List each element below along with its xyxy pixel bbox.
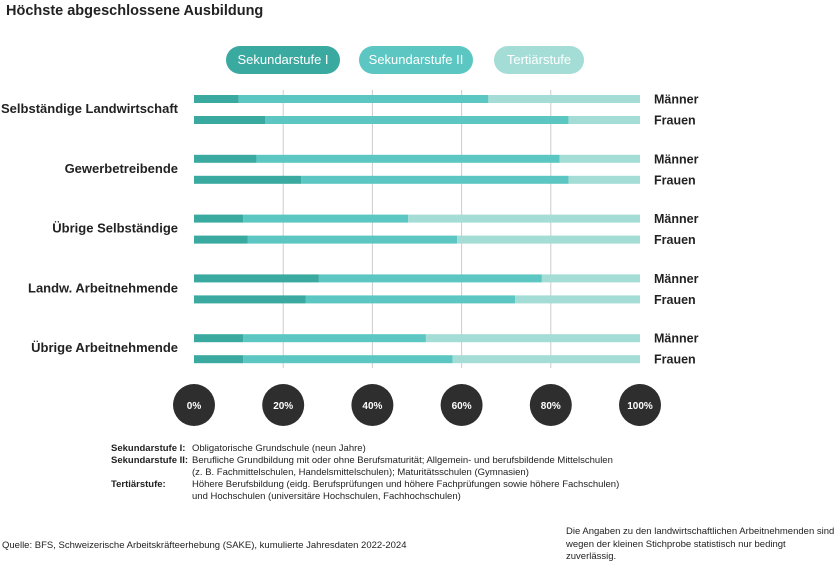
bar-tertiarstufe-gewerbetreibende-frauen: [568, 175, 640, 184]
subgroup-label-frauen: Frauen: [654, 114, 696, 128]
subgroup-label-manner: Männer: [654, 93, 699, 107]
definition-sekundarstufe-2: Sekundarstufe II: Berufliche Grundbildun…: [111, 455, 619, 479]
bar-sekundarstufe-ii-gewerbetreibende-manner: [256, 154, 560, 163]
bar-sekundarstufe-ii-selbstandige-landwirtschaft-manner: [238, 95, 489, 103]
definition-term: Tertiärstufe:: [111, 479, 166, 490]
stacked-bar-chart: Selbständige LandwirtschaftMännerFrauenG…: [1, 90, 699, 426]
group-label-ubrige-arbeitnehmende: Übrige Arbeitnehmende: [31, 340, 178, 355]
legend-item-sekundarstufe-1: Sekundarstufe I: [226, 46, 340, 74]
tick-circle: [173, 384, 215, 426]
legend-item-sekundarstufe-2: Sekundarstufe II: [359, 46, 473, 74]
tick-label: 60%: [452, 401, 472, 412]
definition-text: Berufliche Grundbildung mit oder ohne Be…: [192, 455, 613, 478]
tick-circle: [619, 384, 661, 426]
bar-sekundarstufe-i-ubrige-arbeitnehmende-frauen: [194, 355, 244, 364]
bar-sekundarstufe-i-selbstandige-landwirtschaft-manner: [194, 95, 239, 103]
definition-term: Sekundarstufe II:: [111, 455, 189, 466]
tick-circle: [351, 384, 394, 426]
tick-circle: [262, 384, 305, 426]
reliability-note: Die Angaben zu den landwirtschaftlichen …: [566, 526, 835, 562]
definition-sekundarstufe-1: Sekundarstufe I: Obligatorische Grundsch…: [111, 443, 619, 455]
bar-sekundarstufe-i-landw-arbeitnehmende-manner: [194, 274, 319, 283]
bar-sekundarstufe-ii-gewerbetreibende-frauen: [301, 175, 569, 184]
bar-tertiarstufe-selbstandige-landwirtschaft-manner: [488, 95, 640, 103]
chart-title: Höchste abgeschlossene Ausbildung: [6, 3, 264, 19]
subgroup-label-manner: Männer: [654, 212, 699, 226]
source-note: Quelle: BFS, Schweizerische Arbeitskräft…: [2, 540, 407, 551]
tick-label: 80%: [541, 401, 561, 412]
bar-sekundarstufe-ii-selbstandige-landwirtschaft-frauen: [265, 116, 569, 124]
legend-item-tertiaerstufe: Tertiärstufe: [494, 46, 584, 74]
bar-sekundarstufe-ii-ubrige-selbstandige-manner: [243, 214, 409, 223]
bar-tertiarstufe-gewerbetreibende-manner: [559, 154, 640, 163]
group-label-gewerbetreibende: Gewerbetreibende: [65, 161, 178, 176]
subgroup-label-frauen: Frauen: [654, 173, 696, 187]
subgroup-label-manner: Männer: [654, 152, 699, 166]
bar-sekundarstufe-ii-ubrige-arbeitnehmende-manner: [243, 334, 426, 343]
definition-term: Sekundarstufe I:: [111, 443, 186, 454]
group-label-selbstandige-landwirtschaft: Selbständige Landwirtschaft: [1, 101, 179, 116]
group-label-ubrige-selbstandige: Übrige Selbständige: [52, 221, 178, 236]
bar-sekundarstufe-i-ubrige-arbeitnehmende-manner: [194, 334, 244, 343]
tick-label: 20%: [273, 401, 293, 412]
bar-tertiarstufe-ubrige-selbstandige-manner: [408, 214, 640, 223]
bar-sekundarstufe-i-selbstandige-landwirtschaft-frauen: [194, 116, 266, 124]
definitions: Sekundarstufe I: Obligatorische Grundsch…: [111, 443, 619, 503]
tick-circle: [529, 384, 572, 426]
subgroup-label-frauen: Frauen: [654, 353, 696, 367]
bar-sekundarstufe-i-gewerbetreibende-frauen: [194, 175, 302, 184]
definition-text: Obligatorische Grundschule (neun Jahre): [192, 443, 366, 454]
tick-label: 100%: [627, 401, 653, 412]
definition-text: Höhere Berufsbildung (eidg. Berufsprüfun…: [192, 479, 620, 502]
bar-sekundarstufe-i-gewerbetreibende-manner: [194, 154, 257, 163]
tick-circle: [440, 384, 483, 426]
subgroup-label-frauen: Frauen: [654, 233, 696, 247]
tick-label: 0%: [187, 401, 202, 412]
bar-tertiarstufe-ubrige-arbeitnehmende-manner: [425, 334, 640, 343]
subgroup-label-frauen: Frauen: [654, 293, 696, 307]
bar-sekundarstufe-i-landw-arbeitnehmende-frauen: [194, 295, 306, 304]
bar-tertiarstufe-landw-arbeitnehmende-manner: [541, 274, 640, 283]
group-label-landw-arbeitnehmende: Landw. Arbeitnehmende: [28, 280, 178, 295]
bar-sekundarstufe-ii-ubrige-arbeitnehmende-frauen: [243, 355, 453, 364]
bar-sekundarstufe-ii-ubrige-selbstandige-frauen: [247, 235, 458, 244]
definition-tertiaerstufe: Tertiärstufe: Höhere Berufsbildung (eidg…: [111, 479, 619, 503]
bar-sekundarstufe-ii-landw-arbeitnehmende-frauen: [305, 295, 516, 304]
legend: Sekundarstufe I Sekundarstufe II Tertiär…: [0, 46, 836, 74]
tick-label: 40%: [362, 401, 382, 412]
bar-sekundarstufe-i-ubrige-selbstandige-frauen: [194, 235, 248, 244]
bar-tertiarstufe-landw-arbeitnehmende-frauen: [515, 295, 640, 304]
subgroup-label-manner: Männer: [654, 272, 699, 286]
bar-tertiarstufe-ubrige-arbeitnehmende-frauen: [452, 355, 640, 364]
bar-tertiarstufe-ubrige-selbstandige-frauen: [457, 235, 640, 244]
bar-sekundarstufe-ii-landw-arbeitnehmende-manner: [318, 274, 542, 283]
subgroup-label-manner: Männer: [654, 332, 699, 346]
bar-sekundarstufe-i-ubrige-selbstandige-manner: [194, 214, 244, 223]
bar-tertiarstufe-selbstandige-landwirtschaft-frauen: [568, 116, 640, 124]
